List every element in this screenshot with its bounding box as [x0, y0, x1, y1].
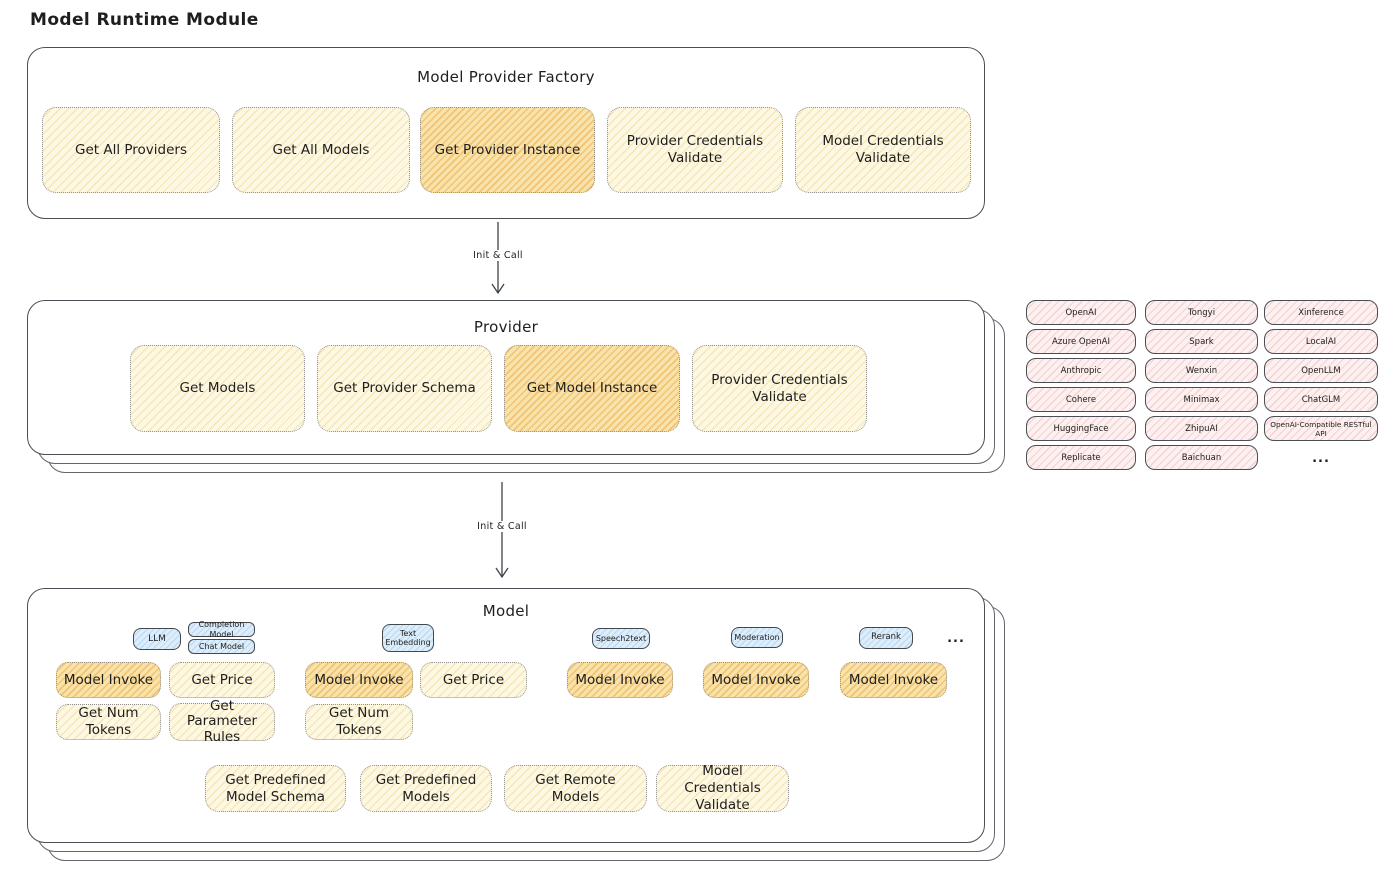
- provider-title: Provider: [473, 318, 539, 336]
- provider-btn-get-models: Get Models: [130, 345, 305, 432]
- init-call-label-2: Init & Call: [474, 521, 530, 532]
- providers-more-ellipsis: ...: [1312, 450, 1330, 466]
- provider-chip-openllm: OpenLLM: [1264, 358, 1378, 383]
- model-btn-model-credentials-validate: Model Credentials Validate: [656, 763, 789, 813]
- model-type-chip-llm: LLM: [133, 628, 181, 650]
- provider-btn-get-provider-schema: Get Provider Schema: [317, 345, 492, 432]
- moderation-model-invoke: Model Invoke: [703, 662, 809, 698]
- model-btn-get-predefined-model-schema: Get Predefined Model Schema: [205, 765, 346, 812]
- provider-btn-provider-credentials-validate: Provider Credentials Validate: [692, 345, 867, 432]
- provider-chip-baichuan: Baichuan: [1145, 445, 1258, 470]
- provider-chip-spark: Spark: [1145, 329, 1258, 354]
- factory-btn-get-all-providers: Get All Providers: [42, 107, 220, 193]
- model-types-more-ellipsis: ...: [947, 630, 965, 646]
- factory-btn-get-provider-instance: Get Provider Instance: [420, 107, 595, 193]
- model-type-chip-chat-model: Chat Model: [188, 639, 255, 654]
- provider-chip-cohere: Cohere: [1026, 387, 1136, 412]
- provider-chip-anthropic: Anthropic: [1026, 358, 1136, 383]
- model-type-chip-text-embedding: Text Embedding: [382, 624, 434, 652]
- text-embedding-get-num-tokens: Get Num Tokens: [305, 704, 413, 740]
- diagram-title: Model Runtime Module: [30, 10, 259, 30]
- text-embedding-line1: Text: [399, 628, 417, 638]
- factory-btn-provider-credentials-validate: Provider Credentials Validate: [607, 107, 783, 193]
- model-type-chip-completion-model: Completion Model: [188, 620, 255, 639]
- provider-chip-openai: OpenAI: [1026, 300, 1136, 325]
- text-embedding-line2: Embedding: [385, 638, 431, 647]
- llm-get-parameter-rules: Get Parameter Rules: [169, 698, 275, 745]
- provider-chip-minimax: Minimax: [1145, 387, 1258, 412]
- provider-chip-tongyi: Tongyi: [1145, 300, 1258, 325]
- model-btn-get-remote-models: Get Remote Models: [504, 765, 647, 812]
- model-title: Model: [482, 602, 530, 620]
- factory-btn-get-all-models: Get All Models: [232, 107, 410, 193]
- provider-chip-chatglm: ChatGLM: [1264, 387, 1378, 412]
- llm-model-invoke: Model Invoke: [56, 662, 161, 698]
- model-type-chip-speech2text: Speech2text: [592, 628, 650, 649]
- provider-chip-azure-openai: Azure OpenAI: [1026, 329, 1136, 354]
- text-embedding-get-price: Get Price: [420, 662, 527, 698]
- model-provider-factory-title: Model Provider Factory: [417, 68, 595, 86]
- speech2text-model-invoke: Model Invoke: [567, 662, 673, 698]
- provider-chip-huggingface: HuggingFace: [1026, 416, 1136, 441]
- llm-get-num-tokens: Get Num Tokens: [56, 704, 161, 740]
- provider-chip-zhipuai: ZhipuAI: [1145, 416, 1258, 441]
- text-embedding-model-invoke: Model Invoke: [305, 662, 413, 698]
- init-call-label-1: Init & Call: [470, 250, 526, 261]
- factory-btn-model-credentials-validate: Model Credentials Validate: [795, 107, 971, 193]
- provider-chip-xinference: Xinference: [1264, 300, 1378, 325]
- provider-chip-wenxin: Wenxin: [1145, 358, 1258, 383]
- provider-btn-get-model-instance: Get Model Instance: [504, 345, 680, 432]
- init-call-arrow-down-icon-2: [495, 482, 509, 579]
- rerank-model-invoke: Model Invoke: [840, 662, 947, 698]
- llm-get-price: Get Price: [169, 662, 275, 698]
- provider-chip-openai-compatible-restful-api: OpenAI-Compatible RESTful API: [1264, 416, 1378, 441]
- model-type-chip-moderation: Moderation: [731, 627, 783, 648]
- model-type-chip-rerank: Rerank: [859, 627, 913, 649]
- provider-chip-replicate: Replicate: [1026, 445, 1136, 470]
- model-btn-get-predefined-models: Get Predefined Models: [360, 765, 492, 812]
- provider-chip-localai: LocalAI: [1264, 329, 1378, 354]
